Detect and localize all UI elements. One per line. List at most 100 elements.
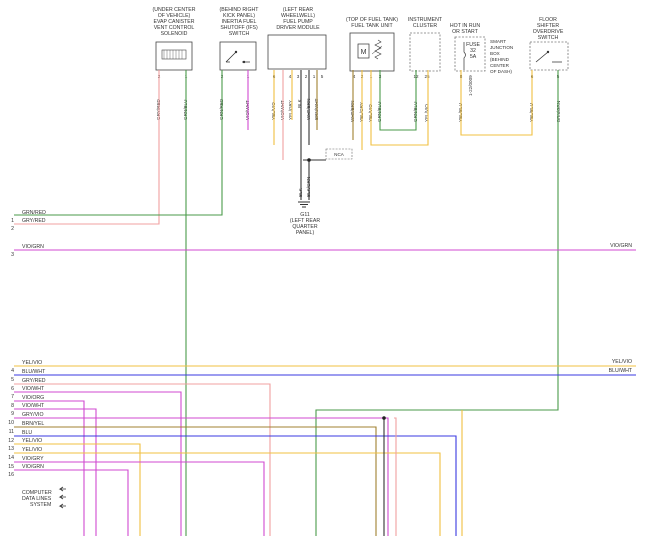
connector-wire-label: VIO/ORG [22, 395, 44, 401]
sjb-box [454, 36, 486, 72]
computer-data-lines-system: COMPUTER DATA LINES SYSTEM [22, 486, 66, 509]
connector-pin-number: 12 [8, 438, 14, 444]
data-line-arrow-icon [58, 486, 66, 509]
connector-pin-number: 14 [8, 455, 14, 461]
sjb-header-1: HOT IN RUN [450, 23, 480, 29]
evap-label-4: VENT CONTROL [154, 25, 195, 31]
evap-label-3: EVAP CANISTER [153, 19, 194, 25]
floor-label-2: SHIFTER [537, 23, 559, 29]
nca-splice: NCA [325, 148, 353, 160]
wire-label-fpdm-blk: BLK [297, 98, 302, 108]
wire-row-13-yel-vio [14, 443, 141, 536]
switch-pivot-icon [234, 50, 238, 54]
connector-wire-label: YEL/VIO [22, 447, 42, 453]
fuse-label-3: 5A [470, 54, 477, 60]
solenoid-winding-icon [163, 50, 183, 59]
fuel-tank-unit: (TOP OF FUEL TANK) FUEL TANK UNIT M 4 2 … [346, 17, 398, 79]
connector-wire-label: BLU [22, 430, 32, 436]
wire-row-14-yel-vio [14, 452, 441, 536]
left-connector-labels: 1GRN/RED2GRY/RED3VIO/GRN4YEL/VIO5BLU/WHT… [8, 210, 46, 478]
fpdm-box [267, 34, 327, 70]
connector-pin-number: 13 [8, 446, 14, 452]
connector-pin-number: 9 [11, 411, 14, 417]
wire-gry-red-evap [14, 70, 160, 225]
ground-label-2: (LEFT REAR [290, 218, 320, 224]
wire-row-9-vio-wht [14, 408, 97, 536]
instrument-cluster: INSTRUMENT CLUSTER 12 25 [408, 17, 443, 79]
fpdm-pin-4: 4 [289, 74, 292, 79]
sjb-desc-2: JUNCTION [490, 45, 513, 50]
evap-label-1: (UNDER CENTER [153, 7, 196, 13]
ftu-box [349, 32, 395, 72]
sjb-desc-5: CENTER [490, 63, 510, 68]
fpdm-pin-5: 5 [321, 74, 324, 79]
wire-row-15-vio-gry [14, 461, 265, 536]
ground-label-3: QUARTER [292, 224, 318, 230]
ground-icon [298, 201, 310, 208]
right-label-blu-wht: BLU/WHT [609, 368, 633, 374]
wire-brn-grn-floor [315, 70, 559, 536]
connector-pin-number: 1 [11, 218, 14, 224]
ifs-label-1: (BEHIND RIGHT [220, 7, 260, 13]
connector-wire-label: VIO/GRY [22, 456, 44, 462]
connector-pin-number: 2 [11, 226, 14, 232]
connector-wire-label: BRN/YEL [22, 421, 44, 427]
wire-label-cluster-yel-vio: YEL/VIO [424, 104, 429, 122]
wire-yel-vio-ftu [370, 70, 429, 146]
computer-label-2: DATA LINES [22, 496, 52, 502]
ground-wire-blk-grn: BLK/GRN [306, 177, 311, 197]
wire-row-10-gry-vio [14, 417, 389, 536]
fuse-icon [463, 42, 466, 70]
solenoid-coil-icon [161, 49, 187, 60]
fpdm-label-3: FUEL PUMP [283, 19, 313, 25]
ground-wire-blk: BLK [298, 187, 303, 197]
ftu-label-2: FUEL TANK UNIT [351, 23, 393, 29]
right-label-vio-grn: VIO/GRN [610, 243, 632, 249]
connector-pin-number: 3 [11, 252, 14, 258]
connector-pin-number: 15 [8, 464, 14, 470]
wire-grn-red-ifs [14, 70, 223, 216]
connector-pin-number: 10 [8, 420, 14, 426]
ifs-label-3: INERTIA FUEL [222, 19, 257, 25]
fuel-pump-motor-icon [357, 43, 370, 59]
wire-grn-blu-ftu [379, 70, 417, 131]
cluster-label-1: INSTRUMENT [408, 17, 443, 23]
wire-label-fpdm-yel-gry: YEL/GRY [288, 100, 293, 120]
splice-dot-ground [307, 158, 311, 162]
connector-wire-label: GRY/RED [22, 218, 46, 224]
fpdm-pin-3: 3 [297, 74, 300, 79]
connector-pin-number: 7 [11, 394, 14, 400]
connector-pin-number: 11 [9, 429, 14, 435]
floor-label-1: FLOOR [539, 17, 557, 23]
wire-row-6-gry-red [14, 383, 271, 536]
wire-row-8-vio-org [14, 400, 85, 536]
right-label-yel-vio: YEL/VIO [612, 359, 632, 365]
connector-wire-label: VIO/GRN [22, 464, 44, 470]
sjb-ref-label: 1-22/0009 [468, 75, 473, 96]
connector-pin-number: 16 [8, 472, 14, 478]
cluster-pin-25: 25 [424, 74, 430, 79]
ground-label-4: PANEL) [296, 230, 315, 236]
fpdm-pin-1: 1 [313, 74, 316, 79]
evap-label-5: SOLENOID [161, 31, 188, 37]
nca-box [325, 148, 353, 160]
inertia-fuel-shutoff-switch: (BEHIND RIGHT KICK PANEL) INERTIA FUEL S… [220, 7, 260, 79]
wire-row-12-blu [14, 435, 457, 536]
cluster-label-2: CLUSTER [413, 23, 437, 29]
wire-row-16-vio-grn [14, 469, 129, 536]
connector-wire-label: VIO/WHT [22, 386, 45, 392]
fuel-pump-driver-module: (LEFT REAR WHEELWELL) FUEL PUMP DRIVER M… [267, 7, 327, 79]
nca-label: NCA [334, 152, 345, 157]
wire-layer [14, 70, 636, 536]
floor-label-3: OVERDRIVE [533, 29, 564, 35]
ifs-switch-box [219, 41, 257, 71]
wire-yel-blu-sjb [460, 70, 533, 136]
overdrive-switch-contact-icon [535, 51, 562, 63]
motor-letter: M [361, 49, 367, 56]
ground-label-1: G11 [300, 212, 310, 218]
connector-pin-number: 4 [11, 368, 14, 374]
ground-g11: BLK BLK/GRN G11 (LEFT REAR QUARTER PANEL… [290, 177, 320, 236]
evap-canister-vent-solenoid: (UNDER CENTER OF VEHICLE) EVAP CANISTER … [153, 7, 196, 79]
fpdm-pin-2: 2 [305, 74, 308, 79]
